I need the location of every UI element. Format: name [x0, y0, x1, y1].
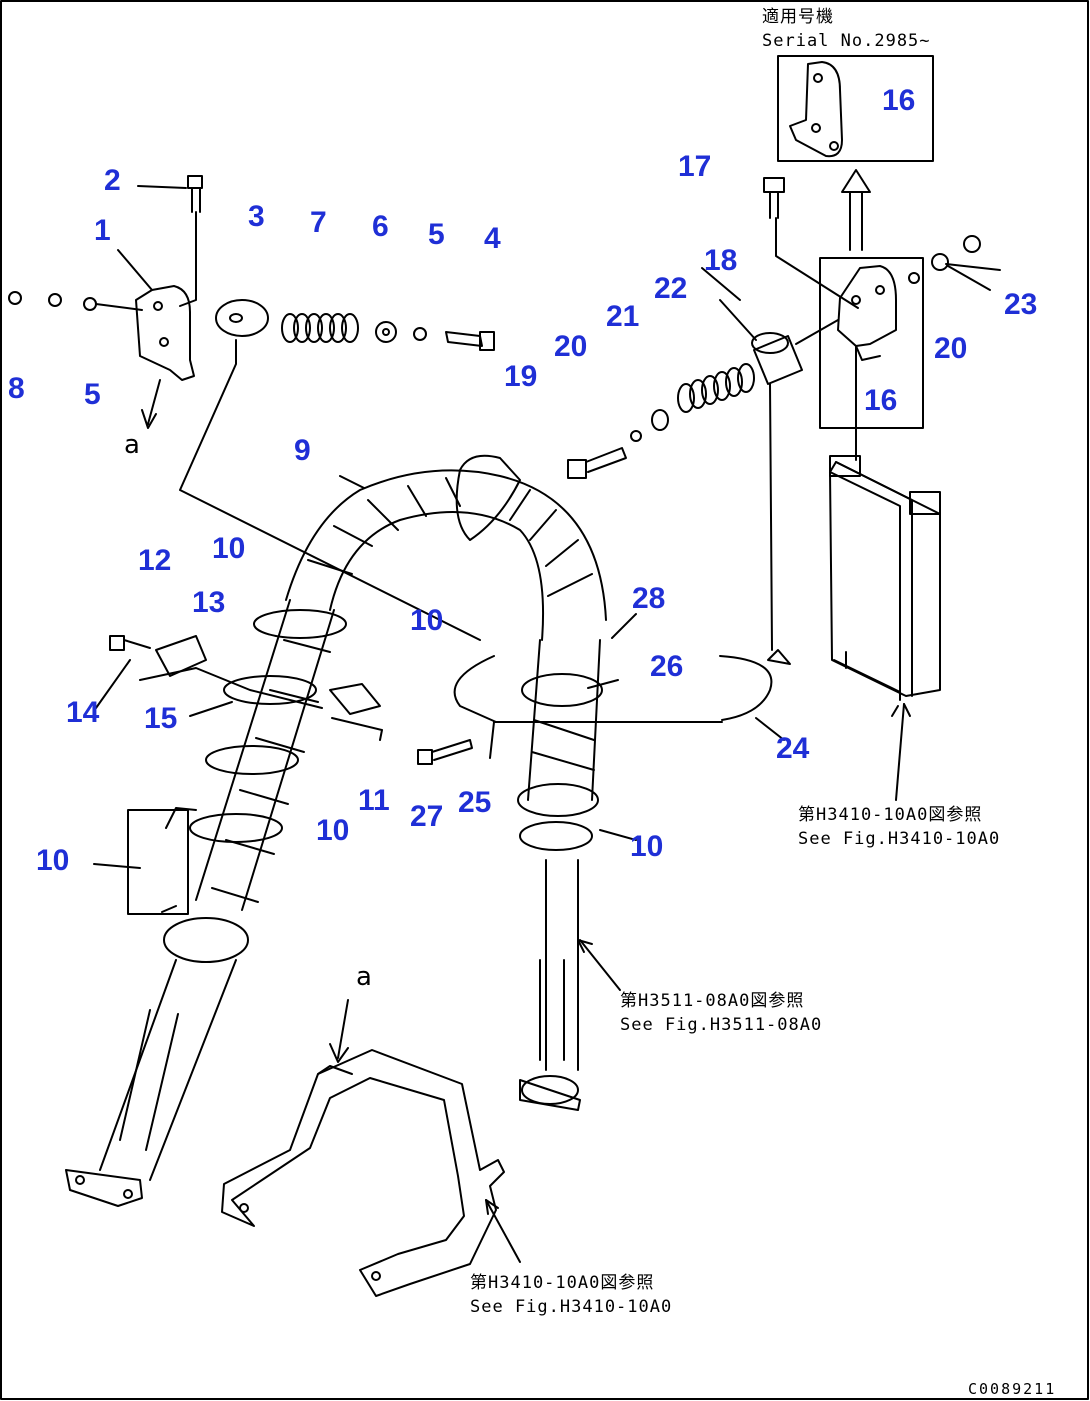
washer-20a — [630, 430, 642, 442]
support-bracket — [221, 1049, 505, 1297]
serial-inset-box — [777, 55, 934, 162]
callout-14: 14 — [66, 696, 100, 729]
callout-16b: 16 — [864, 384, 898, 417]
bracket-box — [819, 257, 924, 429]
washer-5a — [83, 297, 97, 311]
collar-18 — [751, 332, 803, 385]
ref-note-2-jp: 第H3511-08A0図参照 — [620, 991, 805, 1011]
clamp-12 — [155, 635, 207, 677]
callout-4: 4 — [484, 222, 501, 255]
hose-left — [99, 599, 335, 1181]
callout-10d: 10 — [36, 844, 70, 877]
serial-note-jp: 適用号機 — [762, 7, 834, 27]
callout-12: 12 — [138, 544, 172, 577]
callout-21: 21 — [606, 300, 640, 333]
callout-27: 27 — [410, 800, 444, 833]
callout-8: 8 — [8, 372, 25, 405]
section-mark-a-top: a — [124, 430, 140, 460]
hose-9 — [285, 454, 607, 641]
ref-note-1-jp: 第H3410-10A0図参照 — [798, 805, 983, 825]
arrow-up — [841, 169, 871, 251]
callout-28: 28 — [632, 582, 666, 615]
callout-7: 7 — [310, 206, 327, 239]
callout-20b: 20 — [934, 332, 968, 365]
callout-17: 17 — [678, 150, 712, 183]
pipe-right — [519, 859, 581, 1111]
bolt-4 — [445, 331, 495, 351]
washer-20b — [908, 272, 920, 284]
callout-25: 25 — [458, 786, 492, 819]
callout-26: 26 — [650, 650, 684, 683]
callout-11: 11 — [358, 784, 390, 817]
nut-23a — [931, 253, 949, 271]
nut-8a — [8, 291, 22, 305]
serial-note-en: Serial No.2985~ — [762, 31, 931, 51]
oil-cooler — [829, 455, 941, 701]
callout-19: 19 — [504, 360, 538, 393]
bolt-14 — [109, 635, 151, 651]
bolt-27 — [417, 739, 473, 765]
figure-code: C0089211 — [968, 1380, 1057, 1398]
washer-21 — [651, 409, 669, 431]
inset-bracket-16 — [789, 61, 843, 158]
callout-3: 3 — [248, 200, 265, 233]
ref-note-2-en: See Fig.H3511-08A0 — [620, 1015, 823, 1035]
callout-24: 24 — [776, 732, 810, 765]
bolt-19 — [567, 447, 627, 479]
leader-line — [769, 383, 773, 651]
callout-10b: 10 — [410, 604, 444, 637]
leader-line — [179, 211, 197, 307]
callout-15: 15 — [144, 702, 178, 735]
callout-10a: 10 — [212, 532, 246, 565]
ref-note-1-en: See Fig.H3410-10A0 — [798, 829, 1001, 849]
spring-7 — [281, 313, 359, 343]
arrow-a-top — [141, 379, 161, 429]
nut-8b — [48, 293, 62, 307]
arrow-a-bottom — [329, 999, 349, 1063]
callout-20a: 20 — [554, 330, 588, 363]
callout-5b: 5 — [84, 378, 101, 411]
cushion-3 — [215, 299, 269, 337]
leader-line — [775, 217, 859, 309]
nut-23b — [963, 235, 981, 253]
ref-note-3-en: See Fig.H3410-10A0 — [470, 1297, 673, 1317]
spring-22 — [677, 363, 755, 413]
callout-10e: 10 — [630, 830, 664, 863]
callout-10c: 10 — [316, 814, 350, 847]
clamp-group-box — [127, 809, 189, 915]
bracket-1 — [135, 285, 195, 381]
callout-18: 18 — [704, 244, 738, 277]
callout-22: 22 — [654, 272, 688, 305]
washer-5b — [413, 327, 427, 341]
callout-23: 23 — [1004, 288, 1038, 321]
leader-line — [579, 939, 621, 991]
washer-6 — [375, 321, 397, 343]
callout-1: 1 — [94, 214, 111, 247]
callout-5a: 5 — [428, 218, 445, 251]
flange-left — [65, 1169, 143, 1207]
bolt-17 — [763, 177, 785, 219]
clamps-left — [161, 609, 347, 913]
callout-6: 6 — [372, 210, 389, 243]
bracket-16 — [837, 265, 897, 361]
ref-note-3-jp: 第H3410-10A0図参照 — [470, 1273, 655, 1293]
clamp-11 — [329, 683, 383, 741]
leader-line — [485, 1199, 521, 1263]
leader-line — [179, 339, 481, 641]
section-mark-a-bottom: a — [356, 962, 372, 992]
callout-9: 9 — [294, 434, 311, 467]
callout-16a: 16 — [882, 84, 916, 117]
bolt-2 — [187, 175, 203, 213]
clamp-24-25 — [453, 655, 773, 723]
leader-line — [895, 703, 905, 801]
callout-2: 2 — [104, 164, 121, 197]
hose-right — [517, 639, 603, 851]
callout-13: 13 — [192, 586, 226, 619]
